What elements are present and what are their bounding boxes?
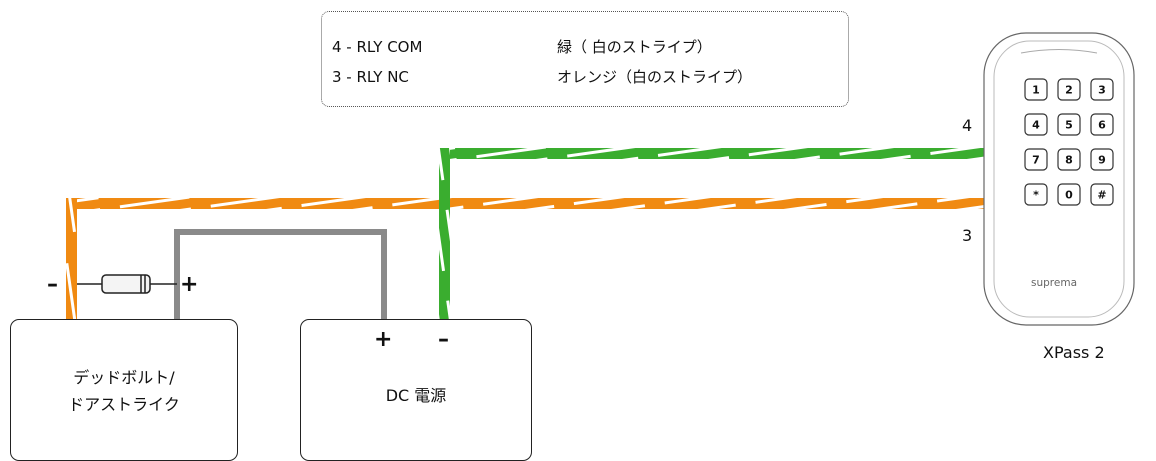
keypad-key: 8: [1057, 148, 1081, 171]
keypad-key: 5: [1057, 113, 1081, 136]
keypad-key-label: 7: [1032, 154, 1040, 167]
keypad-key-label: 6: [1098, 119, 1106, 132]
keypad-key-label: 5: [1065, 119, 1073, 132]
keypad: 1 2 3 4 5 6 7 8 9 * 0 #: [1024, 78, 1114, 206]
keypad-key-label: 0: [1065, 189, 1073, 202]
keypad-key: #: [1090, 183, 1114, 206]
lock-label-line1: デッドボルト/: [73, 368, 175, 387]
keypad-key-frame: [1057, 183, 1081, 206]
keypad-key-frame: [1024, 113, 1048, 136]
keypad-key-label: #: [1097, 189, 1106, 202]
power-minus-sign: –: [438, 327, 449, 352]
keypad-key-frame: [1090, 148, 1114, 171]
power-plus-sign: +: [374, 327, 393, 352]
diode-plus-sign: +: [180, 272, 199, 297]
keypad-key: 2: [1057, 78, 1081, 101]
keypad-key: 0: [1057, 183, 1081, 206]
keypad-key: 1: [1024, 78, 1048, 101]
wire-number-3: 3: [962, 226, 973, 245]
keypad-key-label: 9: [1098, 154, 1106, 167]
legend-pin-label: 4 - RLY COM: [332, 38, 423, 56]
keypad-key-frame: [1090, 183, 1114, 206]
keypad-key-label: 1: [1032, 84, 1040, 97]
keypad-key: 4: [1024, 113, 1048, 136]
keypad-key-label: *: [1033, 189, 1039, 202]
keypad-key-frame: [1024, 183, 1048, 206]
keypad-key-label: 3: [1098, 84, 1106, 97]
legend-color-label: オレンジ（白のストライプ）: [557, 68, 753, 86]
keypad-key: 7: [1024, 148, 1048, 171]
legend-row-nc: 3 - RLY NC オレンジ（白のストライプ）: [332, 66, 752, 87]
reader-device: 1 2 3 4 5 6 7 8 9 * 0 # suprema: [983, 32, 1135, 326]
legend-row-com: 4 - RLY COM 緑（ 白のストライプ）: [332, 36, 712, 57]
legend-pin-label: 3 - RLY NC: [332, 68, 409, 86]
power-supply-box: DC 電源: [300, 319, 532, 461]
wire-legend: 4 - RLY COM 緑（ 白のストライプ） 3 - RLY NC オレンジ（白の…: [321, 11, 849, 107]
wire-number-4: 4: [962, 116, 973, 135]
gray-wire: [174, 229, 387, 319]
keypad-key: *: [1024, 183, 1048, 206]
lock-label-line2: ドアストライク: [68, 395, 180, 414]
keypad-key-frame: [1024, 148, 1048, 171]
orange-wire: [66, 198, 984, 320]
keypad-key-label: 8: [1065, 154, 1073, 167]
keypad-key-frame: [1057, 148, 1081, 171]
device-name: XPass 2: [1043, 343, 1105, 362]
keypad-key-frame: [1090, 113, 1114, 136]
keypad-key-label: 4: [1032, 119, 1040, 132]
keypad-key-frame: [1057, 78, 1081, 101]
power-supply-label: DC 電源: [385, 386, 447, 405]
keypad-key-frame: [1024, 78, 1048, 101]
keypad-key-label: 2: [1065, 84, 1073, 97]
diode: [77, 274, 177, 294]
keypad-key: 3: [1090, 78, 1114, 101]
green-wire: [439, 148, 984, 320]
lock-box: デッドボルト/ ドアストライク: [10, 319, 238, 461]
keypad-key: 6: [1090, 113, 1114, 136]
keypad-key-frame: [1090, 78, 1114, 101]
keypad-key: 9: [1090, 148, 1114, 171]
legend-color-label: 緑（ 白のストライプ）: [557, 38, 712, 56]
brand-logo: suprema: [1031, 277, 1077, 289]
keypad-key-frame: [1057, 113, 1081, 136]
diode-minus-sign: –: [47, 272, 58, 297]
